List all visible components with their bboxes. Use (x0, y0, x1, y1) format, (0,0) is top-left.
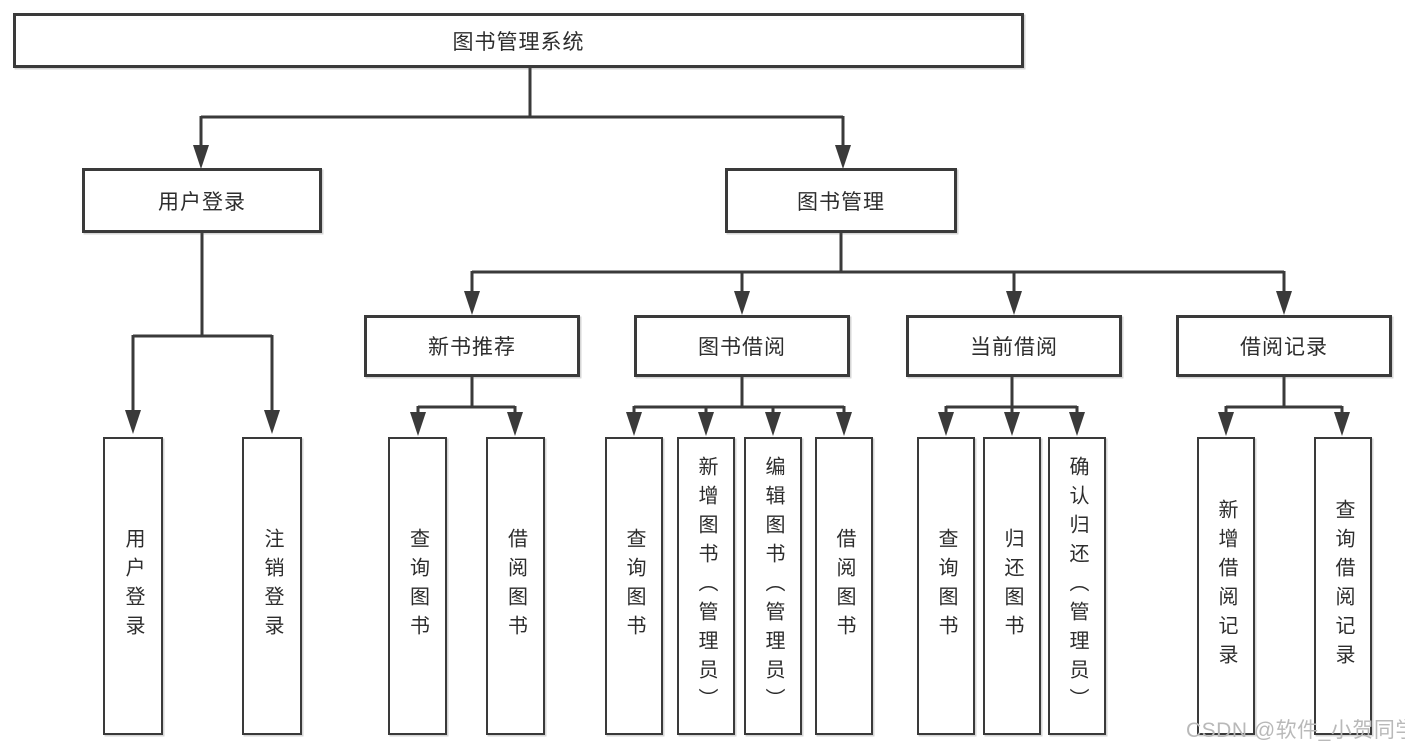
node-book-borrowing-label: 图书借阅 (698, 336, 786, 359)
node-bb-add-books-label: 新增图书（管理员） (695, 455, 717, 717)
node-cb-confirm-return: 确认归还（管理员） (1048, 437, 1106, 735)
node-cb-return-books-label: 归还图书 (1001, 528, 1023, 644)
node-borrowing-records: 借阅记录 (1176, 315, 1392, 377)
node-logout-label: 注销登录 (261, 528, 283, 644)
node-login: 用户登录 (103, 437, 163, 735)
node-nb-borrow-books: 借阅图书 (486, 437, 545, 735)
node-root: 图书管理系统 (13, 13, 1024, 68)
node-book-management-label: 图书管理 (797, 190, 885, 214)
node-borrowing-records-label: 借阅记录 (1240, 336, 1328, 359)
node-bb-edit-books: 编辑图书（管理员） (744, 437, 802, 735)
node-logout: 注销登录 (242, 437, 302, 735)
node-nb-borrow-books-label: 借阅图书 (504, 528, 527, 644)
node-cb-query-books-label: 查询图书 (935, 528, 957, 644)
node-book-borrowing: 图书借阅 (634, 315, 850, 377)
node-bb-query-books-label: 查询图书 (623, 528, 645, 644)
node-nb-query-books: 查询图书 (388, 437, 447, 735)
node-br-query-record: 查询借阅记录 (1314, 437, 1372, 735)
node-nb-query-books-label: 查询图书 (406, 528, 429, 644)
node-bb-borrow-books-label: 借阅图书 (833, 528, 855, 644)
node-cb-query-books: 查询图书 (917, 437, 975, 735)
node-cb-return-books: 归还图书 (983, 437, 1041, 735)
csdn-watermark: CSDN @软件_小贺同学 (1186, 719, 1405, 742)
node-cb-confirm-return-label: 确认归还（管理员） (1066, 455, 1088, 717)
node-current-borrowing-label: 当前借阅 (970, 336, 1058, 359)
node-bb-borrow-books: 借阅图书 (815, 437, 873, 735)
node-br-add-record-label: 新增借阅记录 (1215, 499, 1237, 673)
node-book-management: 图书管理 (725, 168, 957, 233)
node-br-add-record: 新增借阅记录 (1197, 437, 1255, 735)
node-new-book-recommend-label: 新书推荐 (428, 336, 516, 359)
node-current-borrowing: 当前借阅 (906, 315, 1122, 377)
node-bb-add-books: 新增图书（管理员） (677, 437, 735, 735)
node-new-book-recommend: 新书推荐 (364, 315, 580, 377)
node-user-login-label: 用户登录 (158, 190, 246, 214)
node-login-label: 用户登录 (122, 528, 144, 644)
node-bb-edit-books-label: 编辑图书（管理员） (762, 455, 784, 717)
node-user-login: 用户登录 (82, 168, 322, 233)
node-root-label: 图书管理系统 (452, 30, 585, 54)
node-bb-query-books: 查询图书 (605, 437, 663, 735)
node-br-query-record-label: 查询借阅记录 (1332, 499, 1354, 673)
